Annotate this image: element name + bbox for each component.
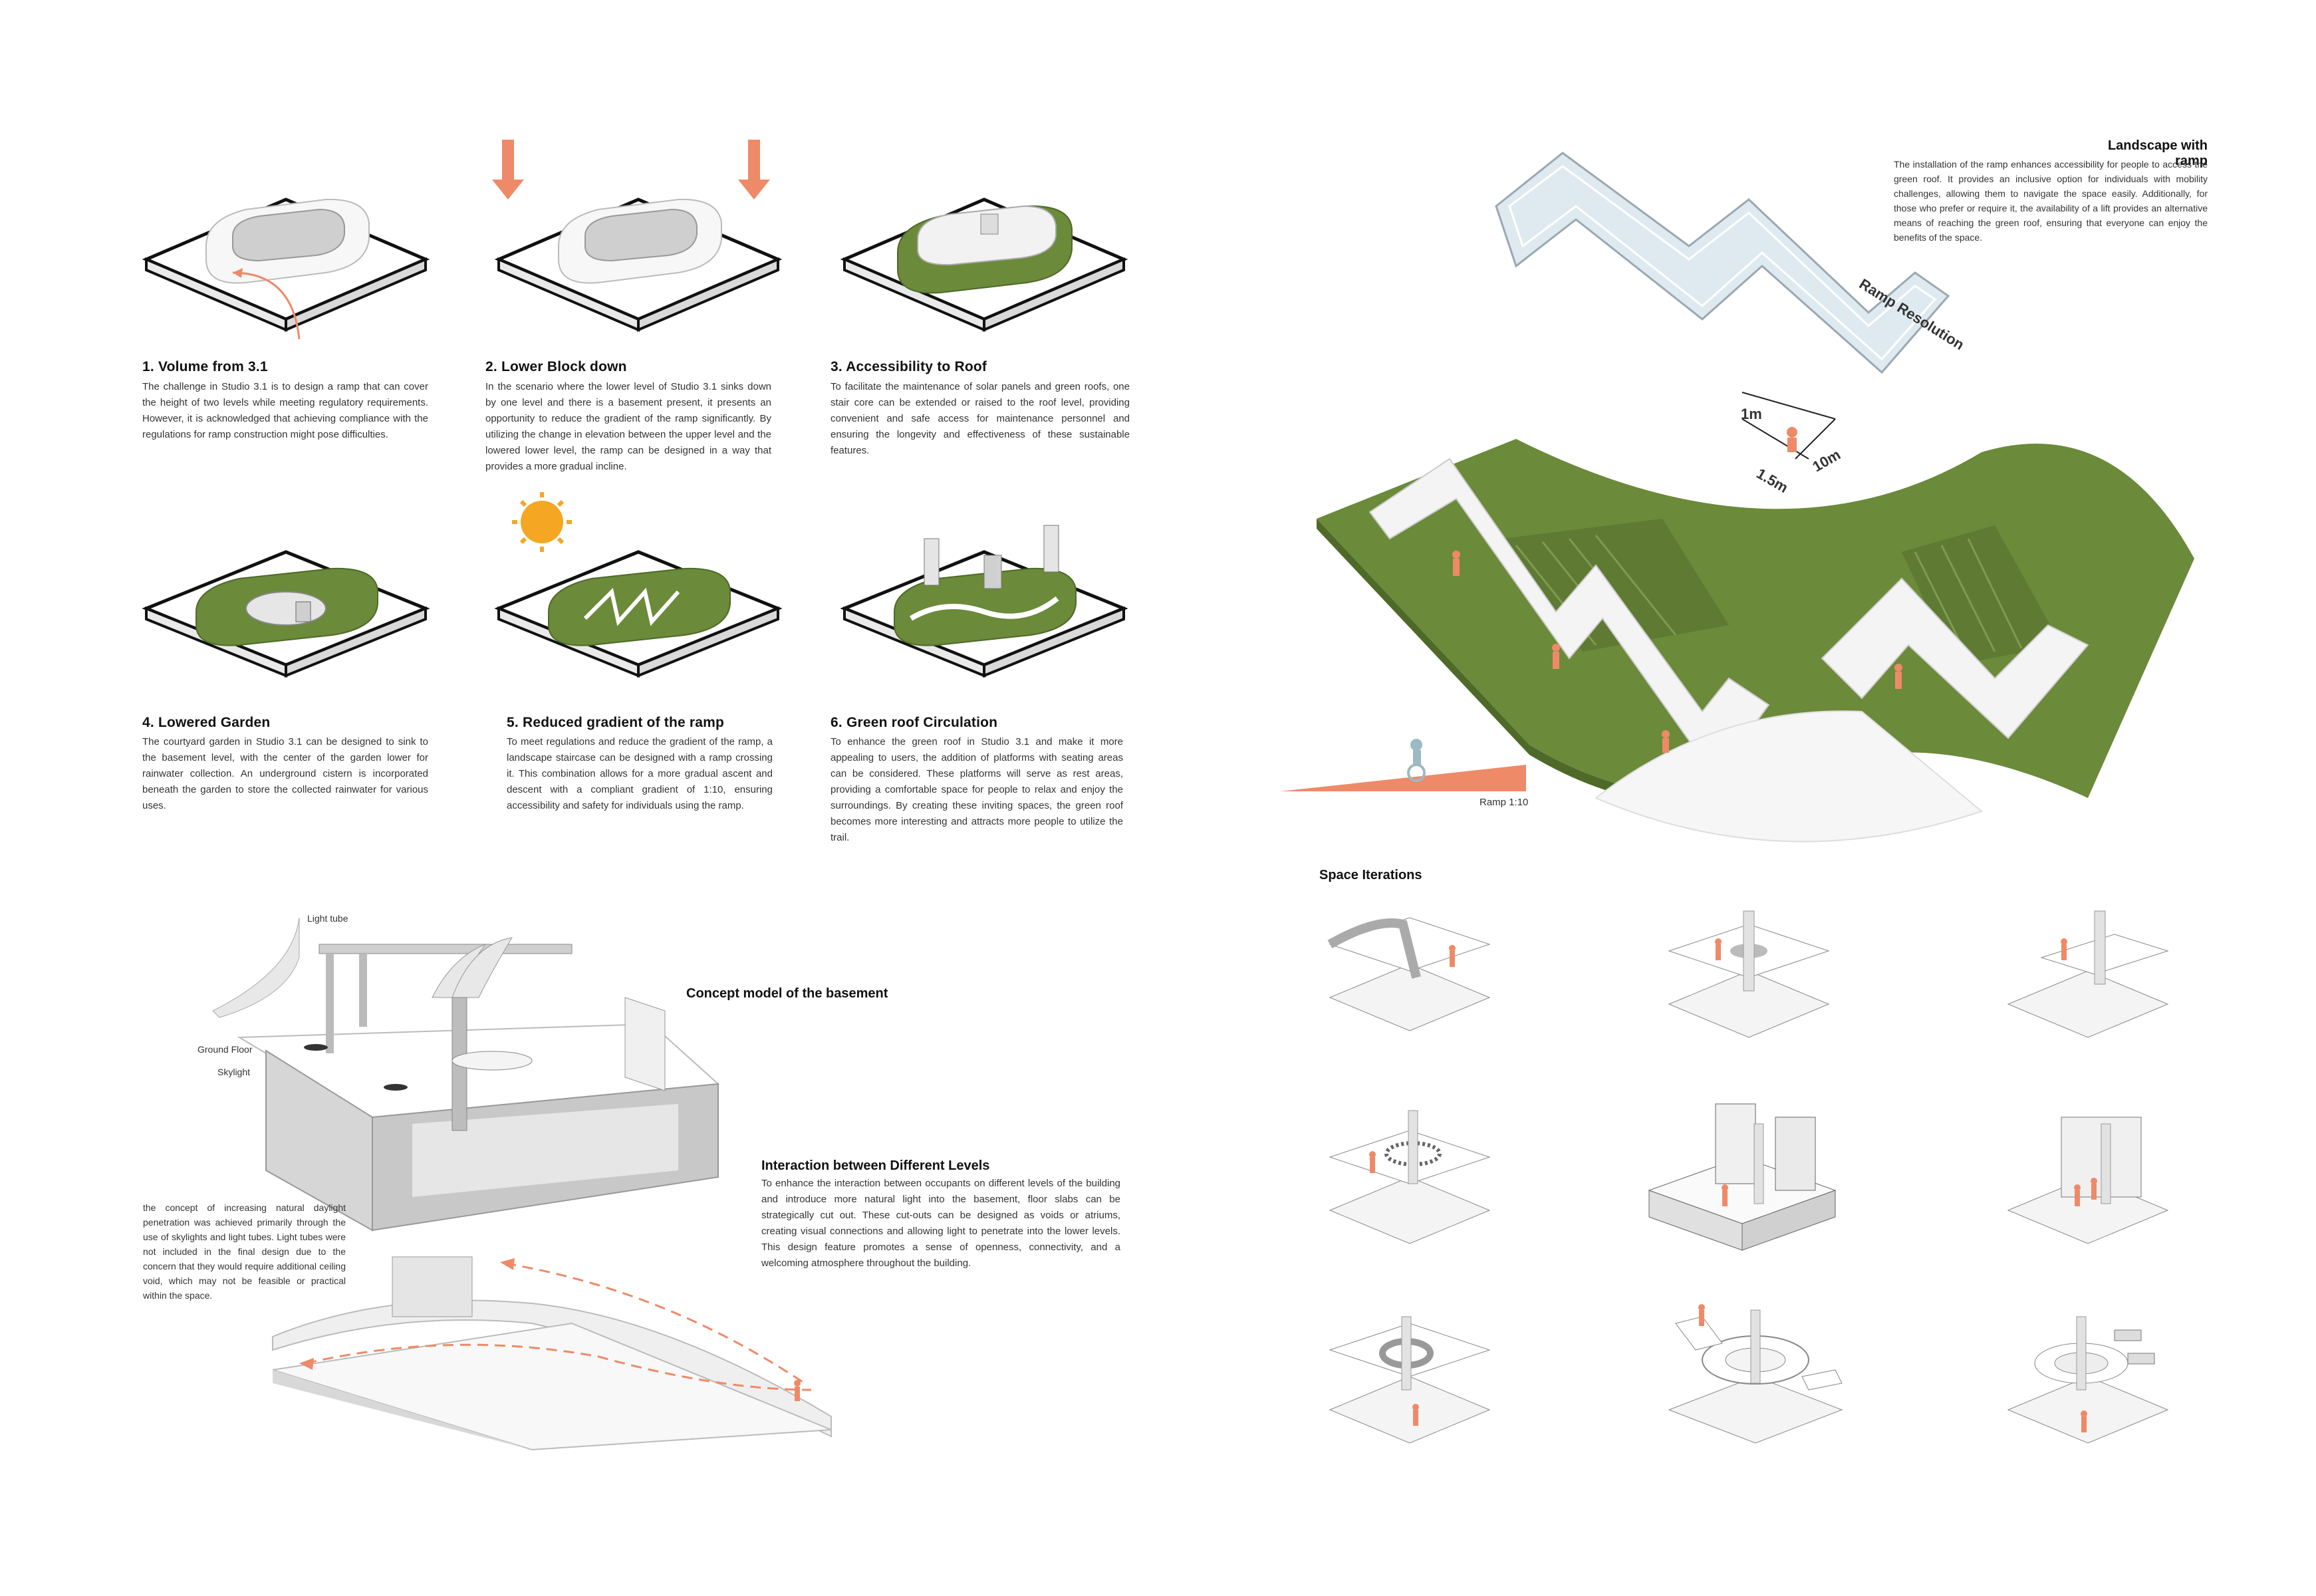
step-5-title: 5. Reduced gradient of the ramp (507, 715, 725, 730)
basement-concept-text: the concept of increasing natural daylig… (143, 1202, 346, 1301)
step4-diagram (142, 550, 430, 678)
space-iteration-8 (1668, 1304, 1843, 1444)
space-iteration-7 (1329, 1316, 1491, 1444)
person-icon (1787, 427, 1797, 438)
step1-diagram (142, 198, 430, 340)
landscape-ramp-diagram (1317, 439, 2194, 843)
step-2-body: In the scenario where the lower level of… (485, 381, 771, 472)
step3-diagram (840, 198, 1128, 332)
light-tube-label: Light tube (307, 913, 348, 924)
dim-1m: 1m (1741, 406, 1762, 422)
basement-concept-model (212, 917, 720, 1232)
wheelchair-icon (1410, 739, 1422, 751)
step5-diagram (494, 492, 783, 678)
space-iteration-3 (2007, 910, 2169, 1038)
ramp-ratio-label: Ramp 1:10 (1480, 797, 1529, 808)
step2-diagram (492, 140, 783, 332)
sun-icon (521, 501, 563, 543)
step-2-title: 2. Lower Block down (485, 359, 627, 374)
interaction-diagram (272, 1256, 832, 1451)
step-6-title: 6. Green roof Circulation (831, 715, 998, 730)
ground-floor-label: Ground Floor (197, 1044, 253, 1055)
basement-title: Concept model of the basement (686, 986, 888, 1001)
space-iteration-1 (1327, 917, 1491, 1031)
landscape-title: Landscape with ramp (2107, 138, 2208, 168)
step-3-title: 3. Accessibility to Roof (831, 359, 987, 374)
ramp-gradient-diagram (1280, 739, 1526, 791)
skylight-label: Skylight (217, 1067, 251, 1077)
step-5-body: To meet regulations and reduce the gradi… (507, 736, 773, 811)
step-3-body: To facilitate the maintenance of solar p… (831, 381, 1130, 456)
step-4-body: The courtyard garden in Studio 3.1 can b… (142, 736, 428, 811)
space-iteration-9 (2007, 1316, 2169, 1444)
step-1-body: The challenge in Studio 3.1 is to design… (142, 381, 428, 440)
interaction-body: To enhance the interaction between occup… (761, 1178, 1120, 1269)
step-1-title: 1. Volume from 3.1 (142, 359, 268, 374)
ramp-resolution-diagram (1495, 152, 1950, 460)
landscape-body: The installation of the ramp enhances ac… (1894, 159, 2208, 243)
step-6-body: To enhance the green roof in Studio 3.1 … (831, 736, 1123, 843)
step-4-title: 4. Lowered Garden (142, 715, 271, 730)
space-iteration-2 (1668, 910, 1830, 1038)
space-iteration-4 (1329, 1110, 1491, 1244)
space-iteration-6 (2007, 1117, 2169, 1244)
space-iterations-title: Space Iterations (1319, 868, 1422, 882)
space-iteration-5 (1648, 1103, 1837, 1251)
step6-diagram (840, 525, 1128, 678)
interaction-title: Interaction between Different Levels (761, 1158, 990, 1173)
